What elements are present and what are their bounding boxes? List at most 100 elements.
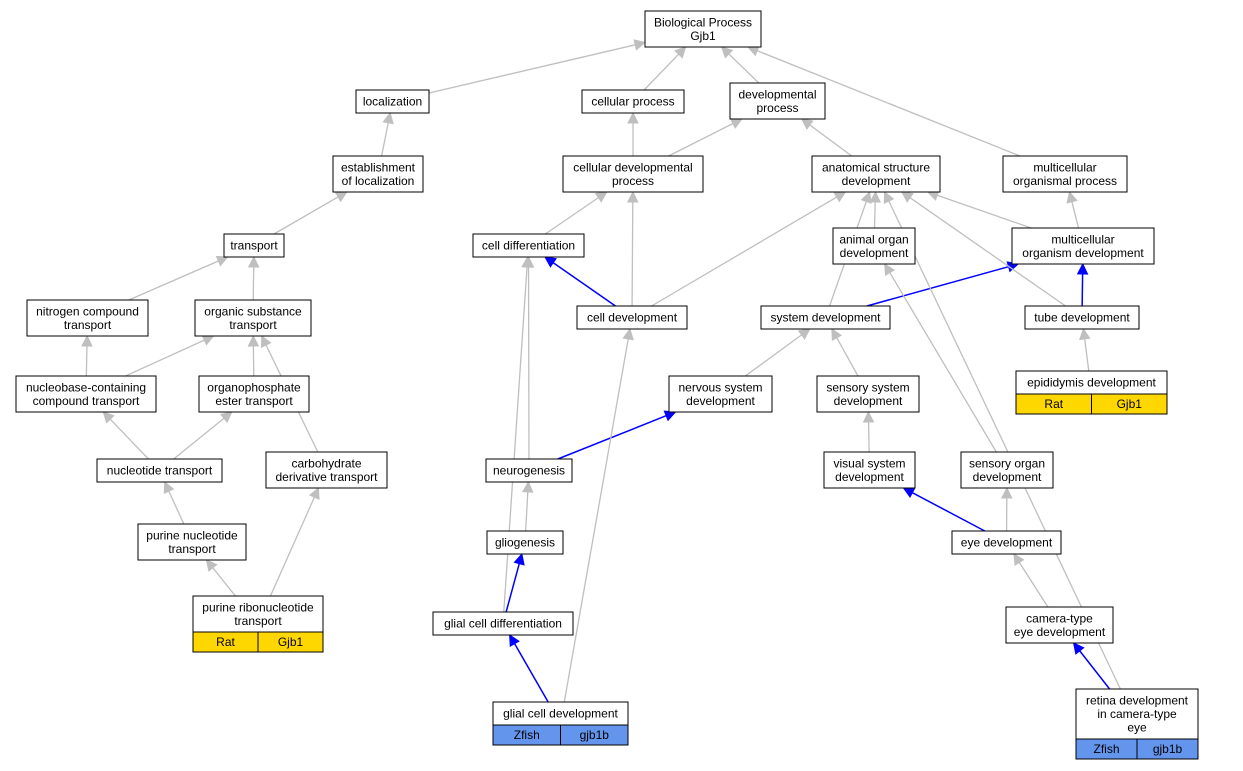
edge-line [889, 272, 997, 453]
node-gliogenesis[interactable]: gliogenesis [486, 530, 564, 555]
node-box [729, 82, 826, 120]
edge-gliogenesis-to-neurogenesis [521, 480, 534, 532]
gene-label: gjb1b [1153, 742, 1183, 756]
edge-line [380, 122, 389, 157]
edge-arrowhead [205, 559, 218, 572]
species-label: Zfish [514, 728, 540, 742]
node-eye-development[interactable]: eye development [951, 530, 1062, 555]
edge-eye-development-to-sensory-organ-development [1000, 486, 1013, 532]
edge-line [867, 421, 870, 453]
node-label: carbohydrate [291, 456, 361, 470]
node-label: eye development [961, 536, 1053, 550]
node-tube-development[interactable]: tube development [1024, 305, 1140, 330]
node-glial-cell-differentiation[interactable]: glial cell differentiation [432, 611, 574, 636]
node-box [137, 523, 247, 561]
node-cell-development[interactable]: cell development [576, 305, 688, 330]
edge-arrowhead [521, 255, 533, 268]
edge-arrowhead [513, 552, 525, 566]
edge-organophosphate-ester-transport-to-organic-substance-transport [247, 334, 260, 377]
edge-arrowhead [674, 46, 687, 59]
node-box [26, 299, 149, 337]
gene-cell [1091, 393, 1168, 415]
edge-line [643, 53, 680, 91]
node-cellular-process[interactable]: cellular process [581, 89, 685, 114]
edge-visual-system-development-to-sensory-system-development [862, 410, 875, 453]
node-label: multicellular [1033, 160, 1096, 174]
node-system-development[interactable]: system development [760, 305, 891, 330]
edge-line [728, 53, 760, 84]
edges-layer [81, 39, 1121, 703]
node-label: process [756, 101, 798, 115]
species-label: Rat [216, 635, 235, 649]
edge-animal-organ-development-to-anatomical-structure-development [869, 190, 882, 229]
edge-line [1018, 562, 1049, 608]
node-box [472, 233, 585, 258]
node-cell-differentiation[interactable]: cell differentiation [472, 233, 585, 258]
node-neurogenesis[interactable]: neurogenesis [485, 458, 573, 483]
edge-localization-to-root [428, 39, 647, 94]
edge-transport-to-establishment-of-localization [273, 191, 348, 235]
node-label: establishment [341, 160, 416, 174]
node-localization[interactable]: localization [355, 89, 430, 114]
edge-arrowhead [627, 111, 639, 124]
node-box [668, 375, 773, 413]
node-label: organismal process [1013, 174, 1117, 188]
node-label: sensory system [826, 380, 909, 394]
edge-arrowhead [633, 39, 647, 51]
node-box [198, 375, 310, 413]
node-box [223, 233, 285, 258]
edge-purine-nucleotide-transport-to-nucleotide-transport [163, 480, 185, 525]
edge-establishment-of-localization-to-localization [380, 111, 394, 157]
edge-arrowhead [862, 410, 875, 423]
node-box [644, 10, 762, 48]
edge-arrowhead [797, 328, 811, 340]
edge-cell-development-to-anatomical-structure-development [651, 191, 847, 307]
edge-line [1084, 338, 1090, 372]
edge-arrowhead [884, 263, 896, 276]
node-box [355, 89, 430, 114]
node-nucleotide-transport[interactable]: nucleotide transport [96, 458, 223, 483]
edge-nucleobase-containing-compound-transport-to-nitrogen-compound-transport [81, 334, 93, 377]
node-box [562, 155, 704, 193]
edge-organic-substance-transport-to-transport [247, 255, 260, 301]
edge-line [873, 201, 876, 229]
gene-label: gjb1b [580, 728, 610, 742]
edge-arrowhead [382, 111, 394, 125]
node-label: anatomical structure [822, 160, 930, 174]
edge-arrowhead [261, 334, 272, 348]
edge-line [128, 260, 219, 301]
node-transport[interactable]: transport [223, 233, 285, 258]
edge-line [809, 124, 853, 157]
node-label: system development [770, 311, 881, 325]
node-box [486, 530, 564, 555]
edge-arrowhead [81, 334, 93, 347]
edge-arrowhead [163, 480, 175, 494]
node-box [823, 451, 916, 489]
node-label: retina development [1086, 694, 1189, 708]
node-label: organophosphate [207, 380, 301, 394]
node-label: localization [363, 95, 422, 109]
